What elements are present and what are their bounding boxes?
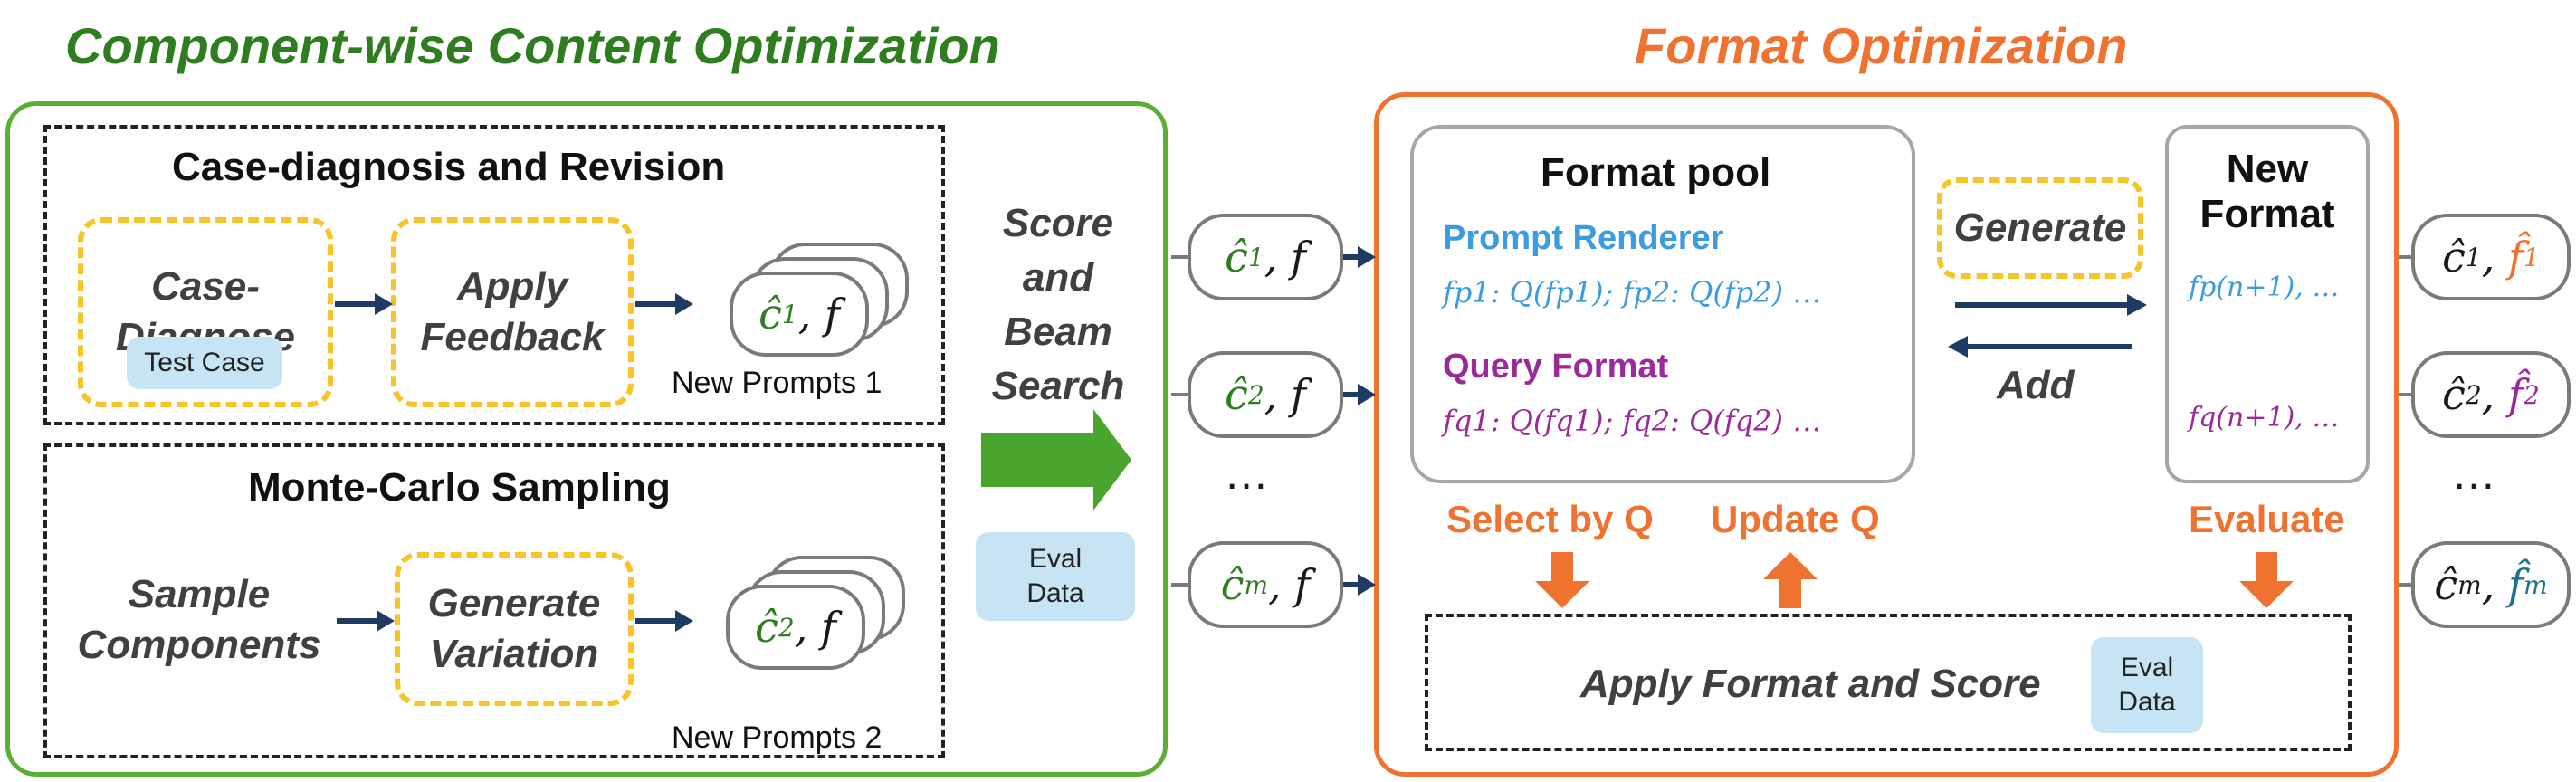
apply-format-label: Apply Format and Score (1580, 662, 2041, 706)
format-pool-box (1410, 125, 1915, 483)
case-diagnose-line1: Case- (151, 264, 260, 309)
eval-right-line2: Data (2118, 687, 2176, 717)
prompt-renderer-items: fp1: Q(fp1); fp2: Q(fp2) … (1443, 275, 1822, 310)
f-2: , f (794, 603, 836, 652)
apply-format-box (1425, 614, 2352, 751)
new-format-box (2165, 125, 2370, 483)
new-prompts-1-caption: New Prompts 1 (672, 366, 883, 400)
cand-f-1: , f (1264, 233, 1306, 281)
format-pool-heading: Format pool (1541, 150, 1771, 195)
c-hat-1: ĉ (758, 290, 782, 339)
generate-step[interactable]: Generate (1937, 177, 2143, 279)
eval-data-badge-right: Eval Data (2091, 637, 2203, 733)
new-format-p-item: fp(n+1), … (2189, 272, 2340, 303)
apply-feedback-line1: Apply (456, 264, 568, 309)
out-fsub-m: m (2524, 569, 2548, 600)
update-q-label: Update Q (1711, 498, 1880, 540)
score-line2: and (1022, 255, 1094, 300)
out-fsub-1: 1 (2524, 242, 2540, 272)
out-hat-m: ĉ (2434, 560, 2458, 609)
eval-data-badge-middle: Eval Data (976, 532, 1135, 621)
case-diagnosis-heading: Case-diagnosis and Revision (172, 145, 726, 189)
query-format-label: Query Format (1443, 348, 1669, 386)
cand-sub-1: 1 (1247, 242, 1264, 272)
sample-line1: Sample (128, 572, 271, 616)
c-sub-1: 1 (781, 299, 798, 329)
c-hat-2: ĉ (755, 603, 778, 652)
out-hat-1: ĉ (2442, 233, 2466, 281)
monte-carlo-heading: Monte-Carlo Sampling (248, 465, 671, 510)
score-line1: Score (1002, 201, 1114, 245)
test-case-badge: Test Case (127, 337, 282, 389)
variation-line1: Generate (427, 581, 601, 625)
out-sub-1: 1 (2465, 242, 2482, 272)
out-sub-2: 2 (2465, 379, 2482, 410)
eval-middle-line1: Eval (1028, 544, 1083, 574)
sample-line2: Components (77, 623, 321, 667)
score-beam-search-label: Score and Beam Search (963, 192, 1153, 418)
eval-right-line1: Eval (2120, 653, 2174, 682)
candidate-ellipsis: … (1224, 448, 1269, 499)
apply-feedback-step[interactable]: Apply Feedback (391, 217, 634, 407)
out-hat-2: ĉ (2442, 370, 2466, 419)
cand-hat-2: ĉ (1225, 370, 1248, 419)
new-format-q-item: fq(n+1), … (2189, 402, 2340, 434)
case-diagnosis-box (43, 125, 945, 425)
apply-feedback-line2: Feedback (420, 315, 605, 359)
out-fhat-m: f̂ (2507, 560, 2524, 609)
add-label: Add (1997, 363, 2075, 407)
evaluate-label: Evaluate (2189, 498, 2345, 540)
cand-f-2: , f (1264, 370, 1306, 419)
cand-sub-2: 2 (1247, 379, 1264, 410)
c-sub-2: 2 (778, 612, 795, 643)
f-1: , f (797, 290, 840, 339)
output-ellipsis: … (2451, 448, 2496, 499)
candidate-arrows (1343, 246, 1376, 596)
cand-hat-m: ĉ (1220, 560, 1245, 609)
score-line3: Beam (1004, 310, 1112, 354)
new-prompts-2-caption: New Prompts 2 (672, 720, 883, 755)
query-format-items: fq1: Q(fq1); fq2: Q(fq2) … (1443, 404, 1822, 438)
new-format-line2: Format (2199, 192, 2335, 236)
score-line4: Search (991, 364, 1125, 408)
cand-f-m: , f (1268, 560, 1311, 609)
format-optimization-panel (1374, 92, 2399, 777)
variation-line2: Variation (429, 632, 599, 676)
eval-middle-line2: Data (1026, 578, 1084, 608)
new-format-line1: New (2226, 147, 2309, 191)
monte-carlo-box (43, 443, 945, 758)
out-sub-m: m (2457, 569, 2482, 600)
generate-variation-step[interactable]: Generate Variation (395, 552, 634, 706)
out-fsub-2: 2 (2524, 379, 2540, 410)
cand-hat-1: ĉ (1225, 233, 1248, 281)
prompt-renderer-label: Prompt Renderer (1443, 219, 1724, 257)
cand-sub-m: m (1244, 569, 1269, 600)
left-title: Component-wise Content Optimization (65, 17, 1000, 74)
out-fhat-2: f̂ (2507, 370, 2524, 419)
sample-components-step: Sample Components (63, 561, 335, 679)
right-title: Format Optimization (1635, 17, 2128, 74)
out-fhat-1: f̂ (2507, 233, 2524, 281)
new-format-heading: New Format (2165, 147, 2370, 237)
select-by-q-label: Select by Q (1446, 498, 1654, 540)
content-optimization-panel (5, 101, 1168, 777)
